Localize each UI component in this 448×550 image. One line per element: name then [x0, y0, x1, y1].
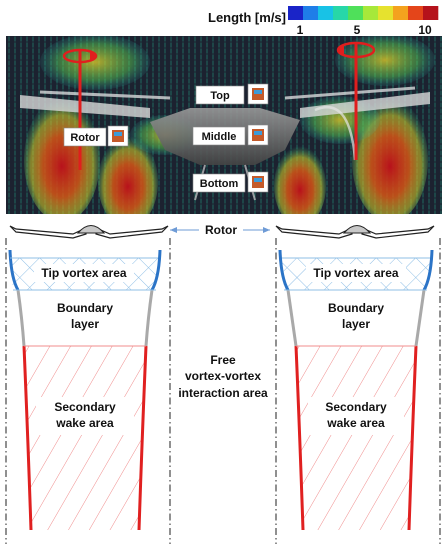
label-rotor-photo: Rotor — [63, 125, 129, 147]
right-rotor-schematic — [275, 225, 435, 239]
label-bottom-text: Bottom — [200, 178, 239, 190]
legend-swatch — [288, 6, 304, 20]
legend-swatch — [408, 6, 424, 20]
legend-tick-1: 1 — [297, 23, 304, 37]
right-wake-inner-edge — [278, 249, 290, 291]
left-wake-inner-edge — [150, 249, 162, 291]
legend-title: Length [m/s] — [208, 10, 286, 25]
center-line-1: Free — [210, 353, 236, 367]
right-boundary-label-1: Boundary — [328, 301, 384, 315]
right-wake-label-2: wake area — [326, 416, 385, 430]
center-line-3: interaction area — [178, 386, 268, 400]
legend-tick-5: 5 — [354, 23, 361, 37]
right-rotor-rotation-icon — [336, 41, 376, 160]
center-line-2: vortex-vortex — [185, 369, 261, 383]
legend-swatch — [423, 6, 439, 20]
rotor-label: Rotor — [205, 223, 237, 237]
right-boundary-label-2: layer — [342, 317, 370, 331]
label-top-text: Top — [210, 90, 230, 102]
left-wake-label-1: Secondary — [54, 400, 116, 414]
left-rotor-rotation-icon — [62, 48, 98, 170]
legend-tick-10: 10 — [418, 23, 432, 37]
left-wake-label-2: wake area — [55, 416, 114, 430]
left-boundary-label-2: layer — [71, 317, 99, 331]
left-boundary-label-1: Boundary — [57, 301, 113, 315]
right-wake-hatch — [296, 346, 416, 530]
legend-colorbar — [288, 6, 439, 20]
velocity-legend: Length [m/s] 1 5 10 — [208, 6, 439, 37]
legend-swatch — [333, 6, 349, 20]
rotor-span-arrow: Rotor — [170, 222, 270, 238]
piv-velocity-photo — [6, 36, 442, 214]
left-rotor-schematic — [9, 225, 169, 239]
right-tip-vortex-label: Tip vortex area — [313, 266, 398, 280]
left-wake-hatch — [24, 346, 146, 530]
legend-swatch — [318, 6, 334, 20]
free-interaction-label: Free vortex-vortex interaction area — [178, 353, 268, 400]
label-bottom: Bottom — [192, 171, 269, 193]
label-middle: Middle — [192, 124, 269, 146]
left-wake-outer-edge — [8, 249, 20, 291]
left-wake-region: Tip vortex area Boundary layer Secondary… — [8, 249, 162, 531]
right-wake-region: Tip vortex area Boundary layer Secondary… — [278, 249, 434, 531]
legend-swatch — [363, 6, 379, 20]
label-middle-text: Middle — [202, 131, 237, 143]
right-wake-label-1: Secondary — [325, 400, 387, 414]
legend-swatch — [393, 6, 409, 20]
left-tip-vortex-label: Tip vortex area — [41, 266, 126, 280]
right-wake-outer-edge — [422, 249, 434, 291]
legend-swatch — [348, 6, 364, 20]
legend-swatch — [378, 6, 394, 20]
label-top: Top — [195, 83, 269, 105]
label-rotor-text: Rotor — [70, 132, 100, 144]
legend-swatch — [303, 6, 319, 20]
